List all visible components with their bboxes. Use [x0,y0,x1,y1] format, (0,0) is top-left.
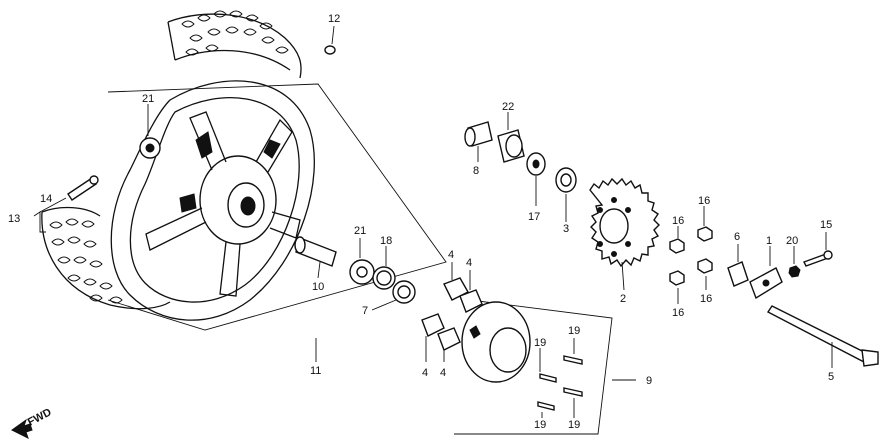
callout-19: 19 [534,419,546,431]
callout-11: 11 [310,365,321,377]
sprocket [589,177,660,268]
callout-4: 4 [440,367,446,379]
adjuster-1 [749,267,783,300]
valve-cap [324,45,336,55]
callout-20: 20 [786,235,798,247]
callout-2: 2 [620,293,626,305]
callout-19: 19 [534,337,546,349]
callout-3: 3 [563,223,569,235]
callout-19: 19 [568,325,580,337]
callout-6: 6 [734,231,740,243]
collar-3 [555,167,577,193]
pin-19d [563,387,583,397]
tire [41,10,302,310]
callout-17: 17 [528,211,540,223]
callout-9: 9 [646,375,652,387]
nut-16d [697,258,713,274]
collar-10 [294,236,337,267]
callout-14: 14 [40,193,52,205]
forward-arrow: FWD [11,406,54,439]
callout-21: 21 [142,93,154,105]
oring-7 [392,280,416,304]
brake-shoe-4d [437,327,461,351]
nut-16b [697,226,713,242]
seal-17 [526,152,546,176]
callout-16: 16 [672,307,684,319]
callout-18: 18 [380,235,392,247]
wheel-rim [110,80,315,321]
callout-1: 1 [766,235,772,247]
callout-4: 4 [422,367,428,379]
callout-16: 16 [698,195,710,207]
callout-21: 21 [354,225,366,237]
callout-7: 7 [362,305,368,317]
collar-8 [464,121,493,147]
collar-6 [727,261,749,287]
bearing-22 [497,129,525,163]
callout-10: 10 [312,281,324,293]
callout-labels: 12 21 14 13 22 8 17 3 16 16 16 16 6 1 20… [8,13,834,431]
nut-16a [669,238,685,254]
assembly-outline-9 [454,299,613,435]
nut-20 [788,265,801,278]
bearing-21-lower [349,259,375,285]
axle-5 [766,305,879,367]
pin-19c [537,401,555,411]
brake-panel [461,301,531,383]
callout-15: 15 [820,219,832,231]
callout-4: 4 [466,257,472,269]
pin-19b [563,355,583,365]
brake-shoe-4b [459,289,483,313]
fwd-label: FWD [26,406,54,428]
bolt-15 [803,250,833,267]
seal-18 [372,266,396,290]
nut-16c [669,270,685,286]
pin-19a [539,373,557,383]
callout-4: 4 [448,249,454,261]
callout-16: 16 [672,215,684,227]
brake-shoe-4c [421,313,445,337]
callout-8: 8 [473,165,479,177]
callout-22: 22 [502,101,514,113]
callout-12: 12 [328,13,340,25]
assembly-outline-11 [107,83,447,331]
callout-19: 19 [568,419,580,431]
callout-16: 16 [700,293,712,305]
callout-5: 5 [828,371,834,383]
brake-shoe-4a [443,277,469,301]
callout-13: 13 [8,213,20,225]
valve-stem [67,175,99,201]
bearing-21-top [139,137,161,159]
